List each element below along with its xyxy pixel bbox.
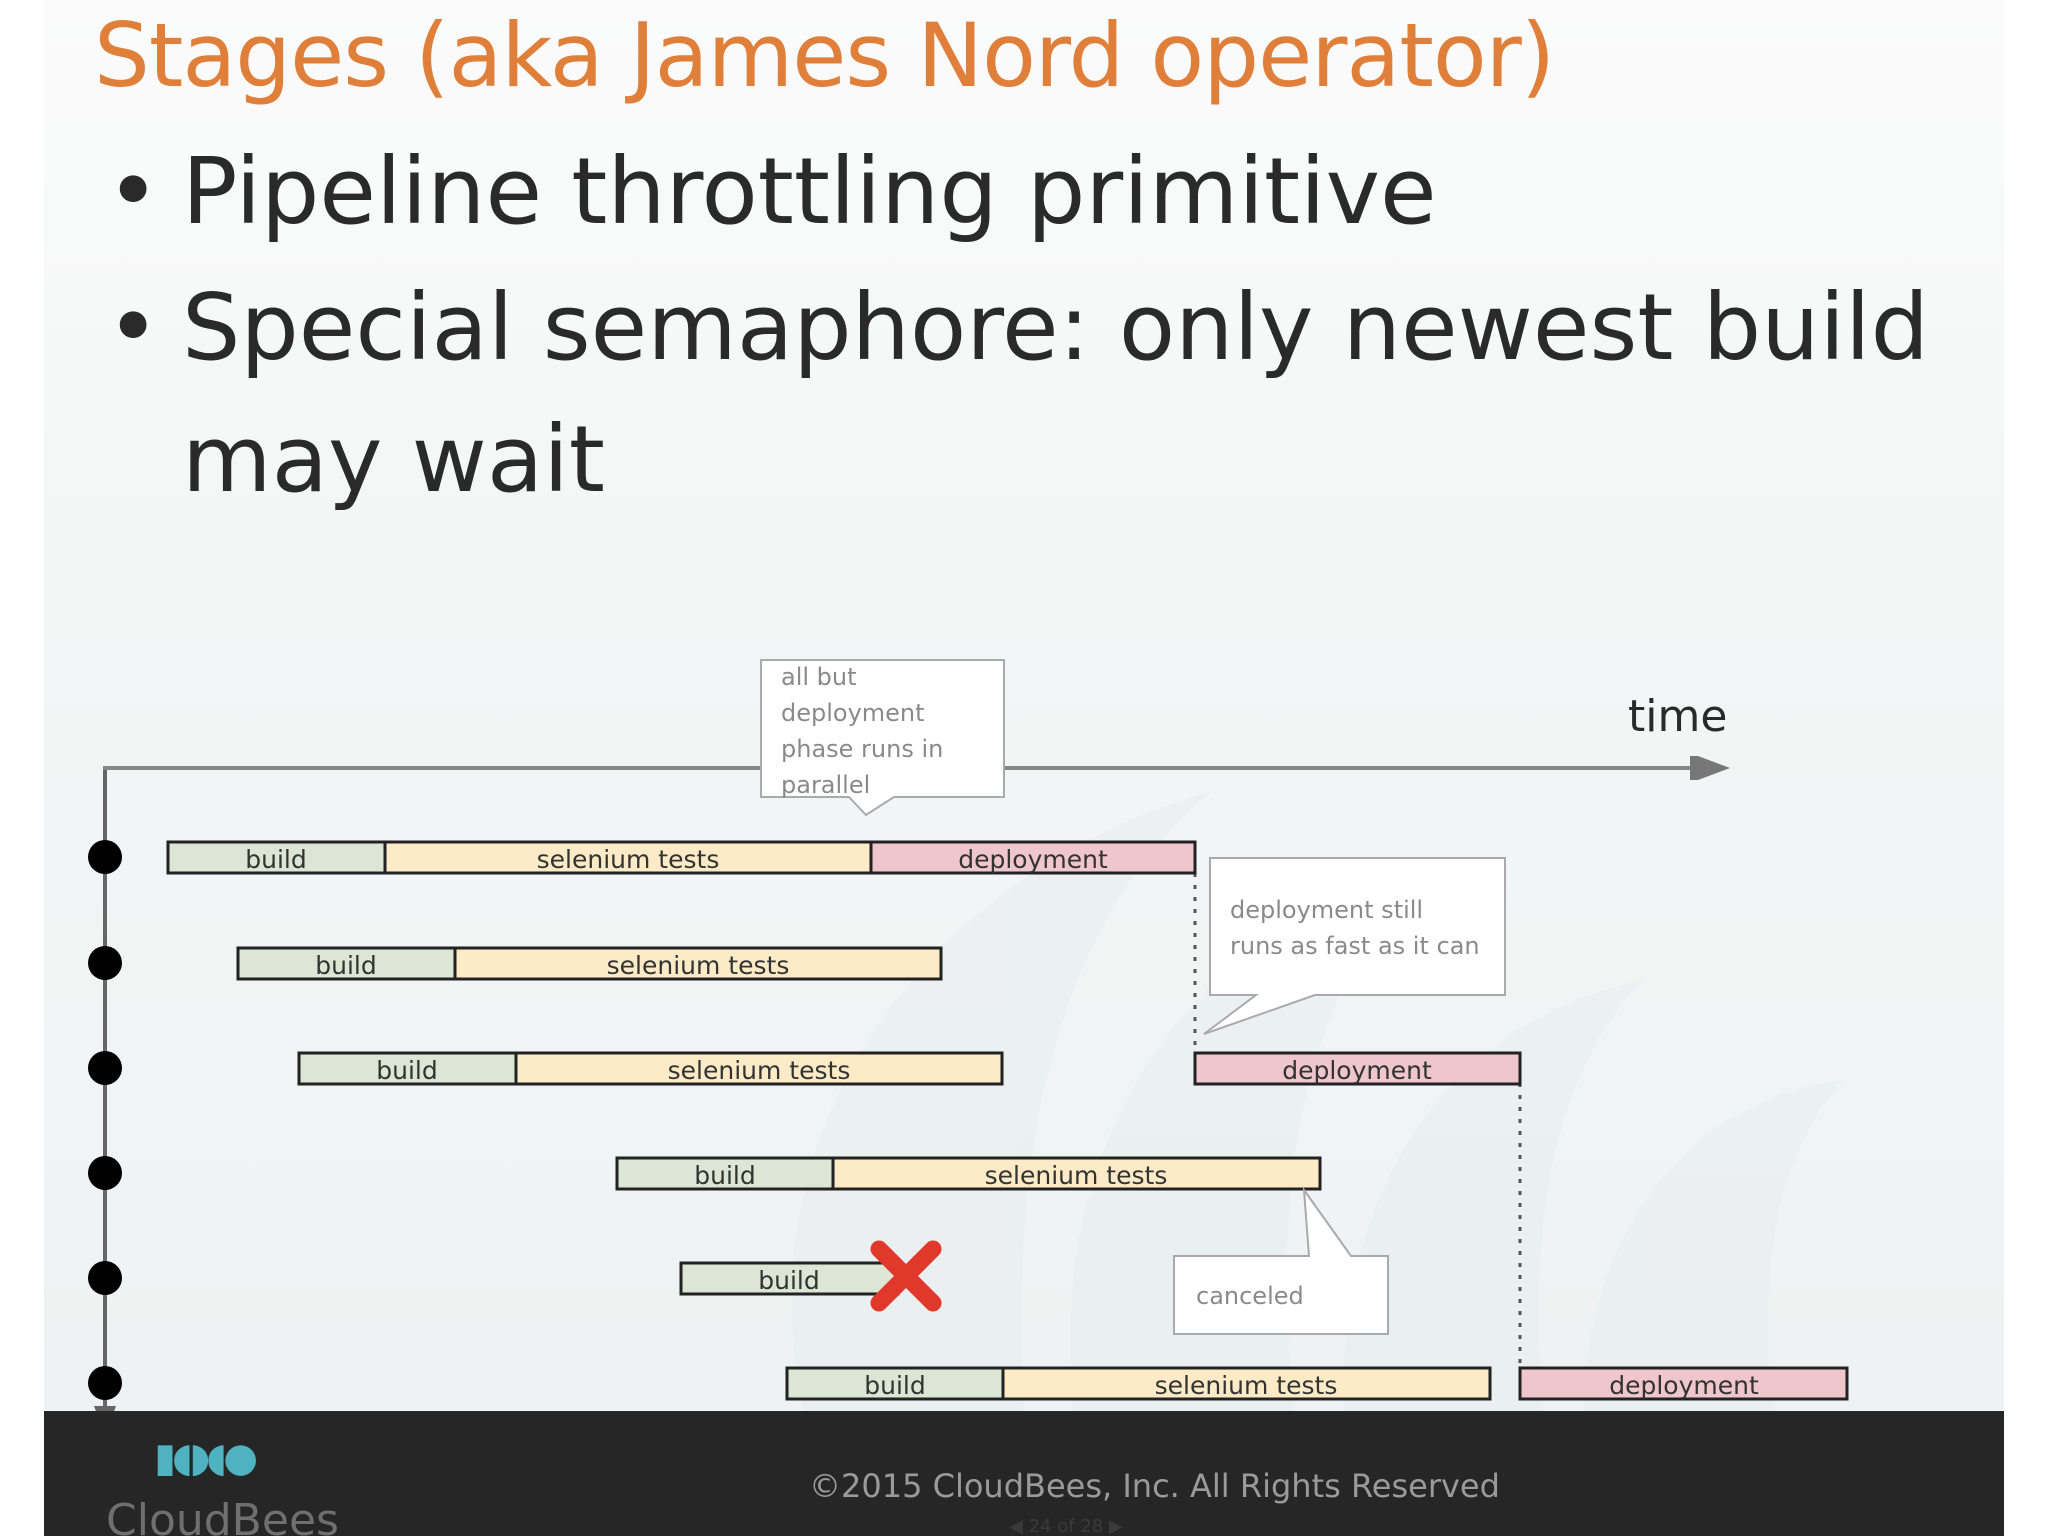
stage-build-label: build [376,1056,437,1085]
stage-selenium-label: selenium tests [985,1161,1168,1190]
logo-text: CloudBees [106,1495,339,1536]
callout-line: all but [781,663,857,691]
stage-selenium-label: selenium tests [668,1056,851,1085]
build-row-5: build [679,1240,942,1312]
build-row-2: build selenium tests [236,946,943,981]
build-marker-dot [88,1261,122,1295]
stage-build-label: build [315,951,376,980]
slide-pager[interactable]: ◀ 24 of 28 ▶ [1009,1516,1123,1536]
build-row-4: build selenium tests [615,1156,1322,1191]
bullet-dot: • [106,138,161,245]
callout-line: canceled [1196,1282,1304,1310]
pager-label: 24 of 28 [1028,1516,1104,1536]
stage-selenium [514,1051,1004,1086]
stage-build [679,1261,900,1296]
pipeline-timeline-diagram: time build selenium tests deployment bui… [88,659,1849,1436]
callout-line: phase runs in [781,735,943,763]
callout-canceled: canceled [1173,1186,1389,1335]
build-marker-dot [88,1051,122,1085]
stage-selenium-label: selenium tests [537,845,720,874]
callout-deploy-fast: deployment still runs as fast as it can [1203,857,1506,1035]
slide-title: Stages (aka James Nord operator) [94,4,1555,107]
stage-deployment [869,840,1197,875]
stage-selenium [453,946,943,981]
stage-build [615,1156,835,1191]
bullet-text: Pipeline throttling primitive [182,138,1437,245]
callout-line: runs as fast as it can [1230,932,1480,960]
callout-line: deployment still [1230,896,1423,924]
stage-deployment-label: deployment [1282,1056,1432,1085]
next-slide-icon[interactable]: ▶ [1108,1516,1123,1536]
stage-build [297,1051,518,1086]
stage-deployment [1518,1366,1849,1401]
bullet-dot: • [106,274,161,381]
stage-build-label: build [694,1161,755,1190]
build-row-1: build selenium tests deployment [166,840,1197,875]
red-x-icon [870,1240,942,1312]
stage-build-label: build [245,845,306,874]
cloudbees-logo-icon: ▮◖◗◖● [154,1435,258,1481]
callout-line: parallel [781,771,870,799]
build-row-6: build selenium tests deployment [785,1366,1849,1401]
slide: Stages (aka James Nord operator) • Pipel… [44,0,2004,1536]
prev-slide-icon[interactable]: ◀ [1009,1516,1023,1536]
time-axis-label: time [1628,691,1727,742]
stage-selenium-label: selenium tests [607,951,790,980]
stage-selenium [1001,1366,1492,1401]
stage-selenium-label: selenium tests [1155,1371,1338,1400]
slide-footer: ▮◖◗◖● CloudBees ©2015 CloudBees, Inc. Al… [44,1411,2004,1536]
time-axis-arrowhead [1690,756,1730,780]
stage-build-label: build [864,1371,925,1400]
build-marker-dot [88,1366,122,1400]
stage-build-label: build [758,1266,819,1295]
build-marker-dot [88,1156,122,1190]
copyright-text: ©2015 CloudBees, Inc. All Rights Reserve… [809,1467,1500,1505]
stage-selenium [831,1156,1322,1191]
build-row-3: build selenium tests deployment [297,1051,1522,1086]
stage-deployment-label: deployment [1609,1371,1759,1400]
stage-deployment-label: deployment [958,845,1108,874]
stage-deployment [1193,1051,1522,1086]
callout-line: deployment [781,699,925,727]
stage-build [166,840,387,875]
bullet-text: Special semaphore: only newest build may… [182,274,1929,513]
stage-build [785,1366,1005,1401]
callout-parallel: all but deployment phase runs in paralle… [760,659,1005,817]
build-marker-dot [88,946,122,980]
build-marker-dot [88,840,122,874]
